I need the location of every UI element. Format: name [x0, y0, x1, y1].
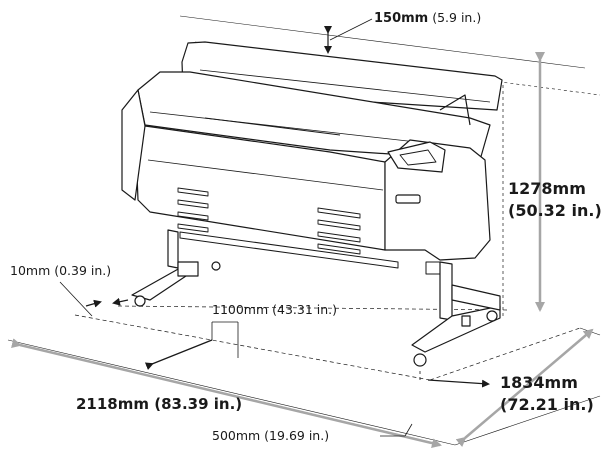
total-width-label: 2118mm (83.39 in.) [76, 395, 243, 413]
inner-width-label: 1100mm (43.31 in.) [212, 302, 338, 317]
height-in: (50.32 in.) [508, 201, 602, 220]
height-mm: 1278mm [508, 179, 586, 198]
top-clearance-label: 150mm (5.9 in.) [374, 10, 481, 26]
top-clearance-in: (5.9 in.) [432, 10, 482, 25]
depth-in: (72.21 in.) [500, 395, 594, 414]
left-gap-label: 10mm (0.39 in.) [10, 263, 112, 278]
depth-arrow [455, 328, 594, 447]
depth-label: 1834mm (72.21 in.) [500, 372, 594, 416]
left-gap-arrow [59, 281, 129, 317]
total-width-arrow [11, 338, 442, 449]
height-label: 1278mm (50.32 in.) [508, 178, 602, 222]
top-clearance-mm: 150mm [374, 11, 429, 26]
front-gap-arrow [380, 368, 490, 437]
depth-mm: 1834mm [500, 373, 578, 392]
inner-width-arrow [144, 321, 239, 370]
printer-body [121, 41, 503, 275]
height-arrow [502, 52, 545, 318]
top-clearance-arrow [324, 18, 373, 54]
front-gap-label: 500mm (19.69 in.) [212, 428, 330, 443]
